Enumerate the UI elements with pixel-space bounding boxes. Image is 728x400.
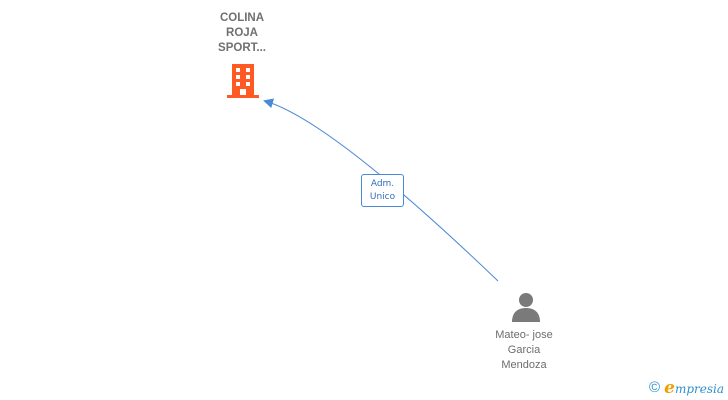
company-name-line-3: SPORT... (218, 42, 266, 54)
logo-mark: e (664, 378, 675, 398)
company-name-line-2: ROJA (226, 27, 258, 39)
brand-footer: © empresia (649, 378, 724, 398)
person-name-line-2: Garcia (507, 344, 541, 356)
person-name-line-3: Mendoza (501, 359, 547, 371)
person-name-line-1: Mateo- jose (495, 329, 553, 341)
empresia-logo[interactable]: empresia (664, 378, 724, 398)
copyright-icon: © (649, 379, 661, 396)
company-name[interactable]: COLINA ROJA SPORT... (192, 11, 292, 56)
logo-text: mpresia (674, 382, 724, 396)
role-badge[interactable]: Adm. Unico (361, 174, 404, 207)
edge-person-to-company (263, 98, 499, 282)
role-line-1: Adm. (370, 179, 395, 189)
building-icon[interactable] (227, 64, 259, 98)
company-name-line-1: COLINA (219, 12, 265, 24)
role-line-2: Unico (369, 192, 396, 202)
person-name[interactable]: Mateo- jose Garcia Mendoza (474, 328, 574, 373)
person-icon[interactable] (511, 292, 541, 322)
